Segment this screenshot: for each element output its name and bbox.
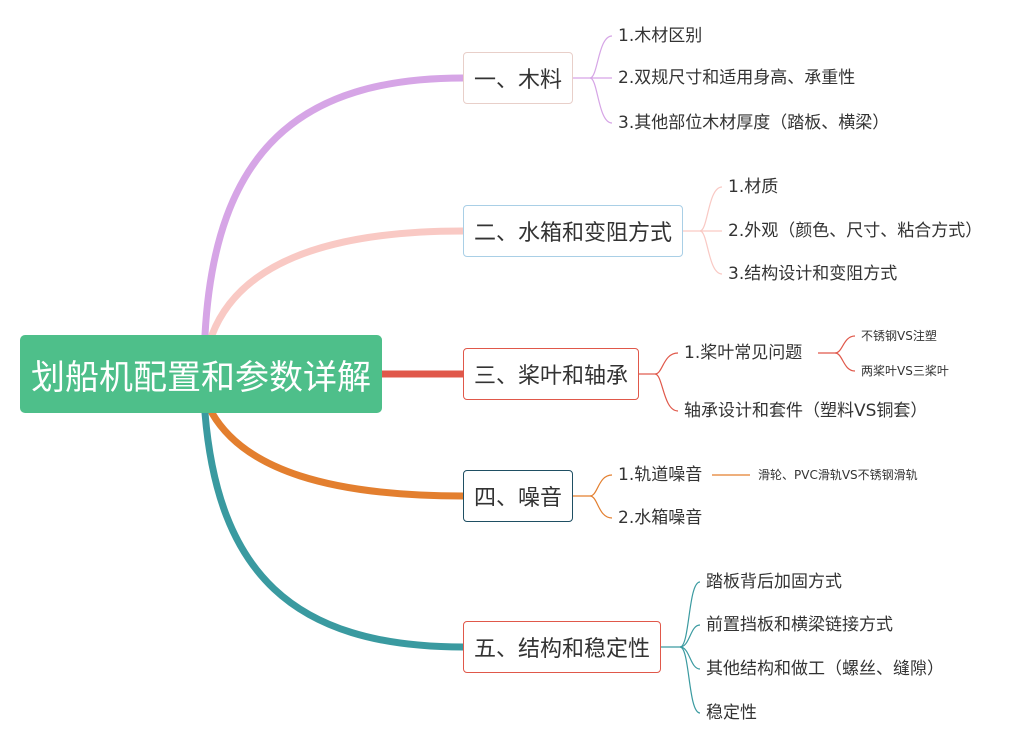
leaf-connectors-2 xyxy=(683,186,723,275)
sub-pulley-rail-compare[interactable]: 滑轮、PVC滑轨VS不锈钢滑轨 xyxy=(758,468,918,482)
branch-water-tank[interactable]: 二、水箱和变阻方式 xyxy=(463,205,683,257)
leaf-front-panel-link[interactable]: 前置挡板和横梁链接方式 xyxy=(706,615,893,635)
branch-structure-stability[interactable]: 五、结构和稳定性 xyxy=(463,621,661,673)
leaf-other-workmanship[interactable]: 其他结构和做工（螺丝、缝隙） xyxy=(706,659,944,679)
leaf-connectors-1 xyxy=(573,35,613,124)
leaf-connectors-4 xyxy=(573,474,750,519)
root-topic[interactable]: 划船机配置和参数详解 xyxy=(20,335,382,413)
root-topic-label: 划船机配置和参数详解 xyxy=(31,357,371,398)
branch-label: 二、水箱和变阻方式 xyxy=(473,221,672,246)
branch-paddle-bearing[interactable]: 三、桨叶和轴承 xyxy=(463,348,639,400)
leaf-rail-size[interactable]: 2.双规尺寸和适用身高、承重性 xyxy=(618,68,856,88)
sub-two-vs-three-blades[interactable]: 两桨叶VS三桨叶 xyxy=(861,364,949,378)
leaf-wood-difference[interactable]: 1.木材区别 xyxy=(618,26,703,46)
leaf-wood-thickness[interactable]: 3.其他部位木材厚度（踏板、横梁） xyxy=(618,113,890,133)
branch-label: 五、结构和稳定性 xyxy=(473,637,650,662)
leaf-tank-noise[interactable]: 2.水箱噪音 xyxy=(618,508,703,528)
leaf-structure-resistance[interactable]: 3.结构设计和变阻方式 xyxy=(728,264,898,284)
branch-wood[interactable]: 一、木料 xyxy=(463,52,573,104)
branch-curve-4 xyxy=(208,409,467,500)
leaf-appearance[interactable]: 2.外观（颜色、尺寸、粘合方式） xyxy=(728,221,983,241)
branch-label: 三、桨叶和轴承 xyxy=(473,364,628,389)
leaf-connectors-3 xyxy=(639,335,856,412)
branch-noise[interactable]: 四、噪音 xyxy=(463,470,573,522)
branch-curve-2 xyxy=(208,227,467,339)
branch-label: 四、噪音 xyxy=(473,486,562,511)
leaf-rail-noise[interactable]: 1.轨道噪音 xyxy=(618,465,703,485)
leaf-bearing-design[interactable]: 轴承设计和套件（塑料VS铜套） xyxy=(684,401,928,421)
leaf-footplate-reinforcement[interactable]: 踏板背后加固方式 xyxy=(706,572,842,592)
leaf-connectors-5 xyxy=(661,581,701,714)
branch-label: 一、木料 xyxy=(473,68,562,93)
sub-stainless-vs-injection[interactable]: 不锈钢VS注塑 xyxy=(861,329,937,343)
leaf-stability[interactable]: 稳定性 xyxy=(706,703,757,723)
leaf-paddle-issues[interactable]: 1.桨叶常见问题 xyxy=(684,343,803,363)
leaf-material[interactable]: 1.材质 xyxy=(728,177,779,197)
branch-curve-1 xyxy=(201,74,467,339)
branch-curve-5 xyxy=(201,409,467,651)
